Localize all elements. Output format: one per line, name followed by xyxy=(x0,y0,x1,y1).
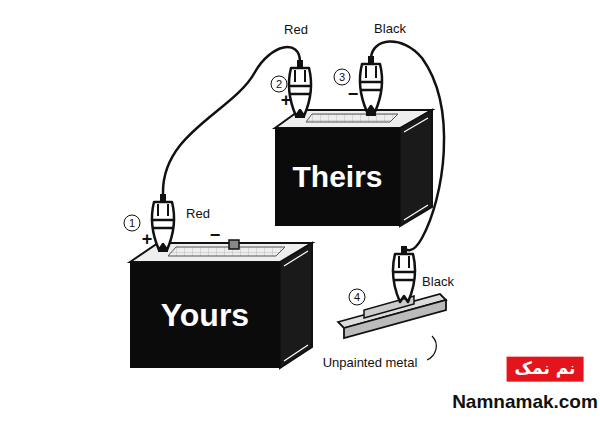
wire-color-label: Black xyxy=(374,22,406,36)
callout-number: 2 xyxy=(271,76,288,93)
battery-yours-body xyxy=(130,240,312,368)
wire-color-label: Red xyxy=(186,207,210,221)
terminal-sign: − xyxy=(210,226,221,246)
watermark: Namnamak.com xyxy=(452,392,598,413)
wire-color-label: Red xyxy=(284,23,308,37)
callout-number: 1 xyxy=(124,215,141,232)
battery-theirs-body xyxy=(275,108,432,226)
battery-label: Yours xyxy=(161,297,249,334)
battery-label: Theirs xyxy=(292,160,382,194)
leader-line xyxy=(427,336,436,360)
terminal-sign: − xyxy=(348,85,359,105)
battery-theirs: Theirs xyxy=(275,128,400,226)
callout-number: 4 xyxy=(349,289,366,306)
clamp-3 xyxy=(360,56,382,112)
wire-color-label: Black xyxy=(422,275,454,289)
clamp-4 xyxy=(393,246,415,302)
callout-number: 3 xyxy=(334,69,351,86)
part-label: Unpainted metal xyxy=(323,356,418,370)
terminal-sign: + xyxy=(142,230,153,250)
battery-yours: Yours xyxy=(130,262,280,368)
clamp-2 xyxy=(289,60,311,116)
watermark: نم نمک xyxy=(507,357,584,382)
clamp-1 xyxy=(152,194,174,250)
terminal-sign: + xyxy=(281,91,292,111)
